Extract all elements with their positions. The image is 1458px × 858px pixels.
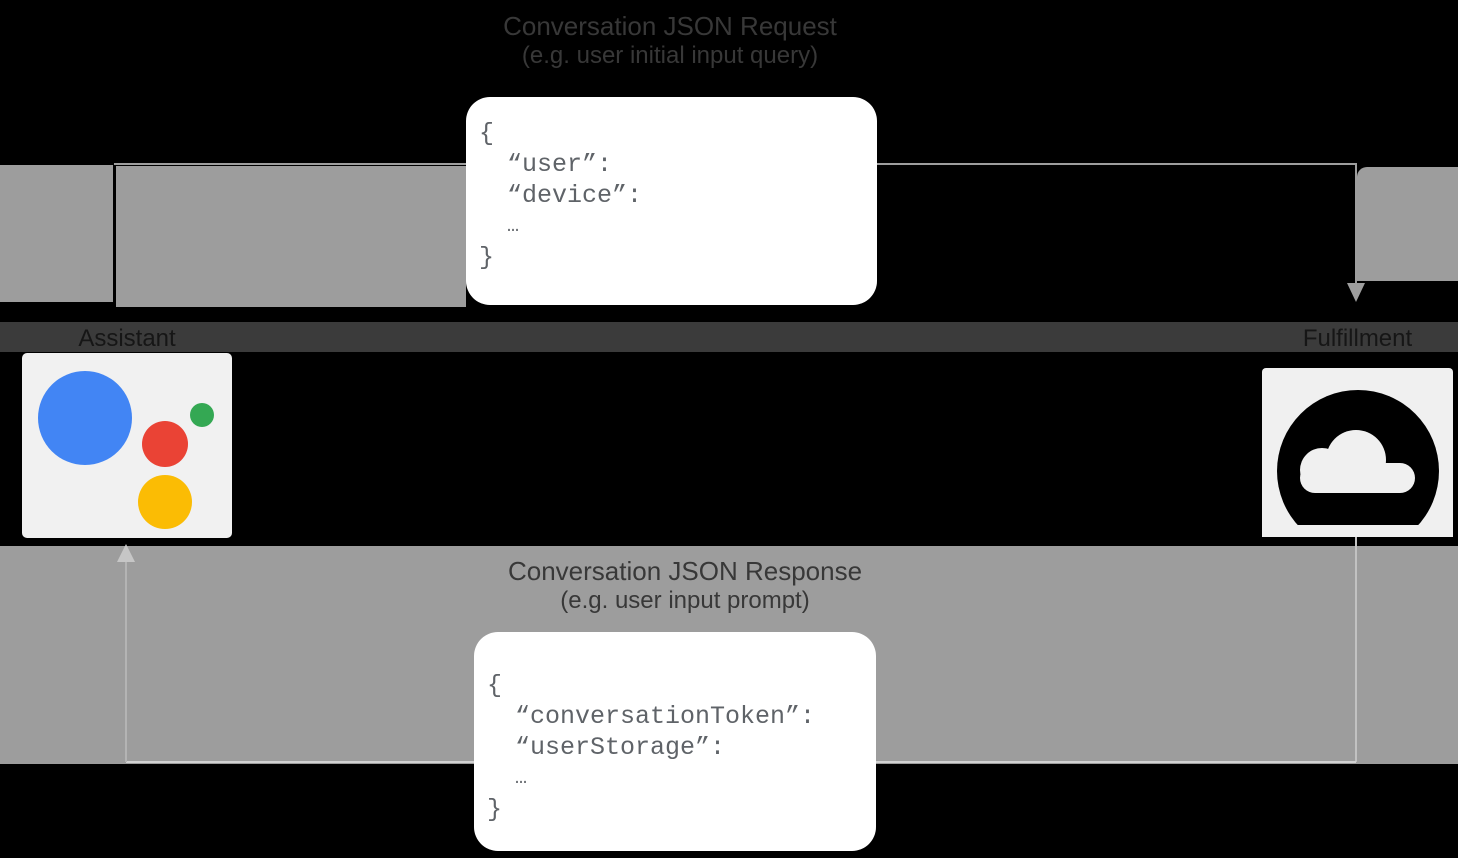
request-flow-band-left	[0, 165, 113, 302]
response-arrowhead-up-icon	[117, 544, 135, 562]
response-arrow-line-vertical-left	[125, 562, 127, 762]
code-line: {	[479, 119, 495, 148]
code-line: }	[487, 795, 503, 824]
assistant-label: Assistant	[78, 325, 176, 352]
node-label-strip	[0, 322, 1458, 352]
response-caption-line1: Conversation JSON Response	[507, 556, 863, 586]
code-line: “device”:	[507, 181, 643, 210]
code-line: “user”:	[507, 150, 613, 179]
assistant-yellow-circle	[138, 475, 192, 529]
fulfillment-label: Fulfillment	[1302, 325, 1413, 352]
google-assistant-icon	[22, 353, 232, 538]
google-cloud-icon	[1262, 368, 1453, 552]
code-line: …	[515, 767, 528, 790]
request-caption-line1: Conversation JSON Request	[503, 11, 837, 41]
response-arrow-line-vertical-right	[1355, 537, 1357, 762]
code-line: }	[479, 243, 495, 272]
request-caption-line2: (e.g. user initial input query)	[521, 42, 819, 69]
assistant-green-circle	[190, 403, 214, 427]
code-line: “conversationToken”:	[515, 702, 816, 731]
code-line: …	[507, 215, 520, 238]
request-arrowhead-down-icon	[1347, 283, 1365, 302]
request-caption: Conversation JSON Request (e.g. user ini…	[320, 11, 1020, 71]
response-caption: Conversation JSON Response (e.g. user in…	[335, 556, 1035, 616]
response-caption-line2: (e.g. user input prompt)	[560, 587, 810, 614]
code-line: “userStorage”:	[515, 733, 726, 762]
assistant-red-circle	[142, 421, 188, 467]
request-arrow-line-vertical	[1355, 163, 1357, 283]
assistant-blue-circle	[38, 371, 132, 465]
request-json-box: { “user”: “device”: … }	[466, 97, 877, 305]
response-json-box: { “conversationToken”: “userStorage”: … …	[474, 632, 876, 851]
request-flow-band-mid	[116, 166, 466, 307]
code-line: {	[487, 671, 503, 700]
request-flow-band-right	[1357, 167, 1458, 281]
cloud-glyph	[1262, 390, 1453, 552]
